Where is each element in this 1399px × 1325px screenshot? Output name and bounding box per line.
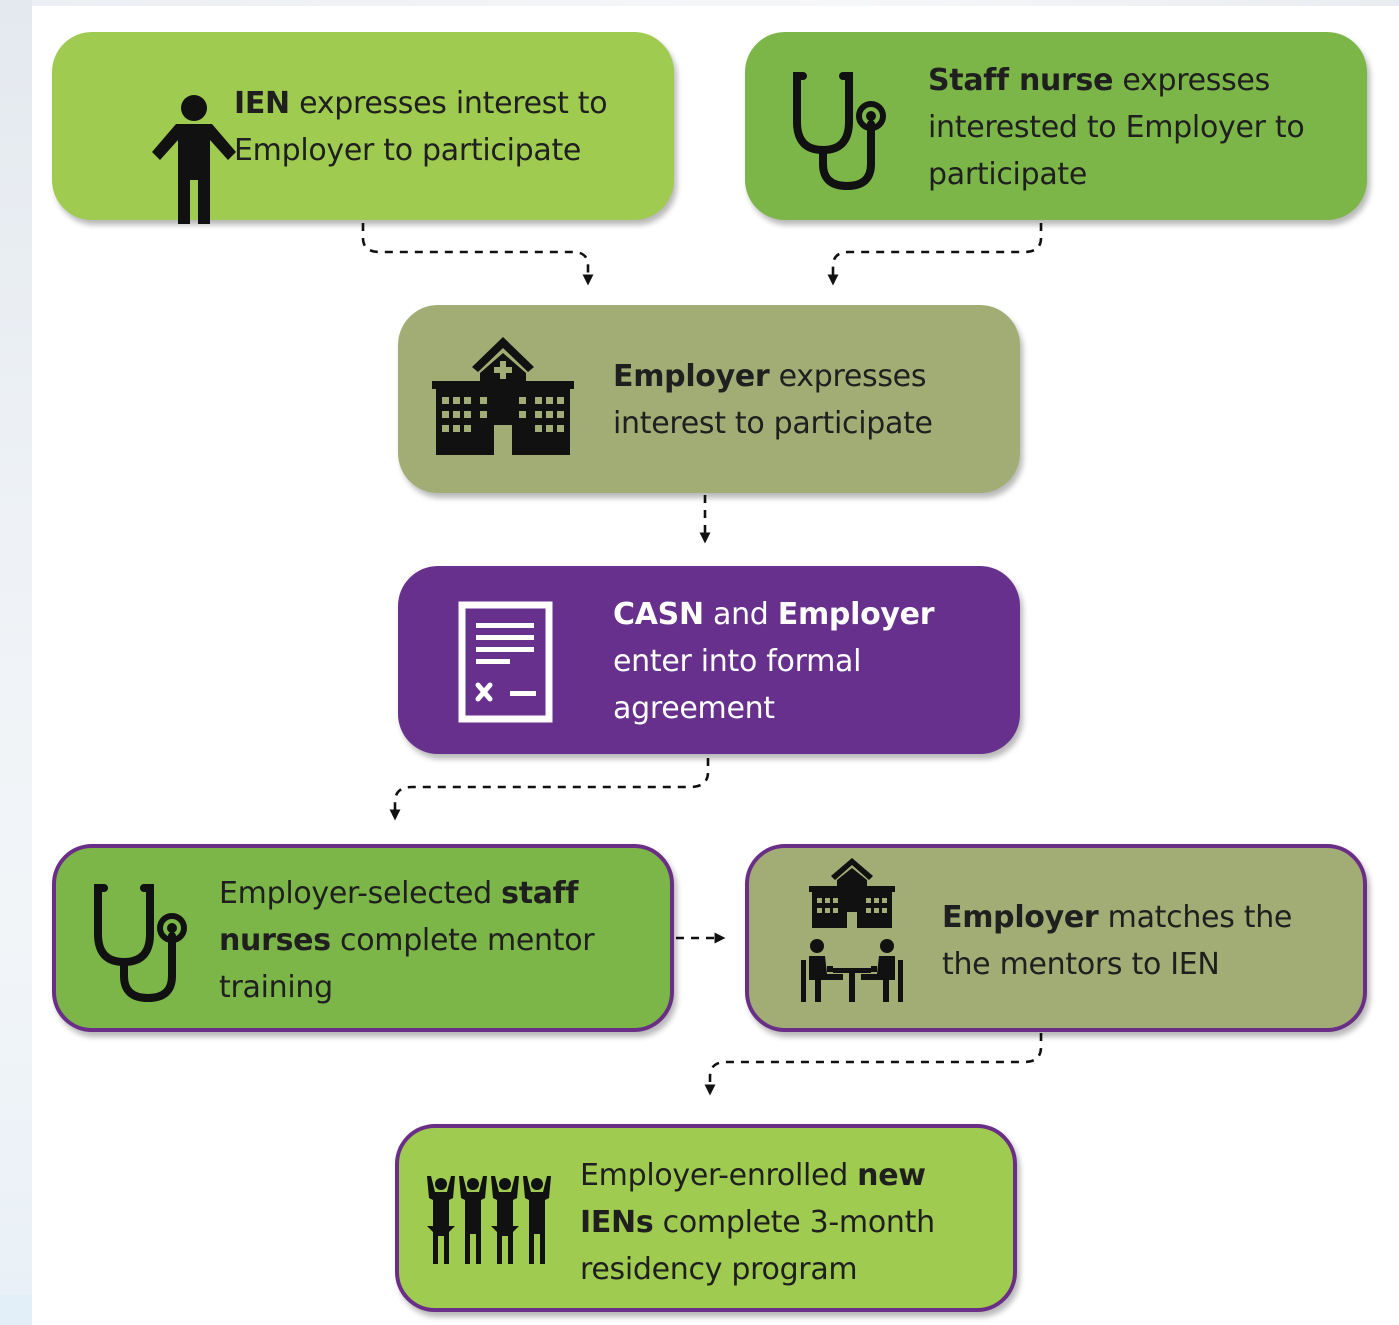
agreement-document-icon xyxy=(458,601,553,723)
background-left-edge xyxy=(0,0,32,1325)
hospital-icon xyxy=(432,337,574,455)
flow-box-ien-interest: IEN expresses interest to Employer to pa… xyxy=(52,32,674,224)
label-part: expresses interest to Employer to partic… xyxy=(234,86,608,168)
connector-ien-to-employer xyxy=(361,223,594,286)
flow-box-text: Staff nurse expresses interested to Empl… xyxy=(928,57,1348,198)
flow-box-staff-nurse-interest: Staff nurse expresses interested to Empl… xyxy=(745,32,1367,220)
flow-box-text: CASN and Employer enter into formal agre… xyxy=(613,591,993,732)
label-part: IEN xyxy=(234,86,290,121)
label-part: Employer-enrolled xyxy=(580,1158,858,1193)
background-top-edge xyxy=(32,0,1399,6)
label-part: CASN xyxy=(613,597,704,632)
flow-box-text: Employer expresses interest to participa… xyxy=(613,353,993,447)
label-part: matches the the mentors to IEN xyxy=(942,900,1293,982)
label-part: expresses interested to Employer to part… xyxy=(928,63,1305,192)
flow-box-text: IEN expresses interest to Employer to pa… xyxy=(234,80,654,174)
label-part: complete mentor training xyxy=(219,923,595,1005)
label-part: Employer xyxy=(777,597,935,632)
flow-box-formal-agreement: CASN and Employer enter into formal agre… xyxy=(398,566,1020,754)
label-part: Employer xyxy=(613,359,770,394)
flow-box-residency: Employer-enrolled new IENs complete 3-mo… xyxy=(395,1124,1017,1312)
label-part: Employer-selected xyxy=(219,876,502,911)
connector-matching-to-residency xyxy=(704,1033,1043,1096)
flow-box-employer-interest: Employer expresses interest to participa… xyxy=(398,305,1020,493)
flow-box-text: Employer-enrolled new IENs complete 3-mo… xyxy=(580,1152,980,1293)
label-part: new IENs xyxy=(580,1158,926,1240)
label-part: complete 3-month residency program xyxy=(580,1205,935,1287)
connector-staffnurse-to-employer xyxy=(827,223,1043,286)
flow-box-mentor-training: Employer-selected staff nurses complete … xyxy=(52,844,674,1032)
connector-agreement-to-training xyxy=(389,758,710,821)
flow-box-text: Employer matches the the mentors to IEN xyxy=(942,894,1342,988)
meeting-icon xyxy=(801,858,903,1002)
label-part: and xyxy=(703,597,778,632)
label-part: Staff nurse xyxy=(928,63,1114,98)
label-part: Employer xyxy=(942,900,1099,935)
stethoscope-icon xyxy=(793,72,886,191)
label-part: expresses interest to participate xyxy=(613,359,933,441)
background-bottom-edge xyxy=(0,1295,32,1325)
group-celebrating-icon xyxy=(427,1176,551,1264)
person-icon xyxy=(152,95,236,224)
label-part: enter into formal agreement xyxy=(613,644,862,726)
stethoscope-icon xyxy=(94,884,187,1003)
label-part: staff nurses xyxy=(219,876,579,958)
flow-box-mentor-matching: Employer matches the the mentors to IEN xyxy=(745,844,1367,1032)
flow-box-text: Employer-selected staff nurses complete … xyxy=(219,870,659,1011)
